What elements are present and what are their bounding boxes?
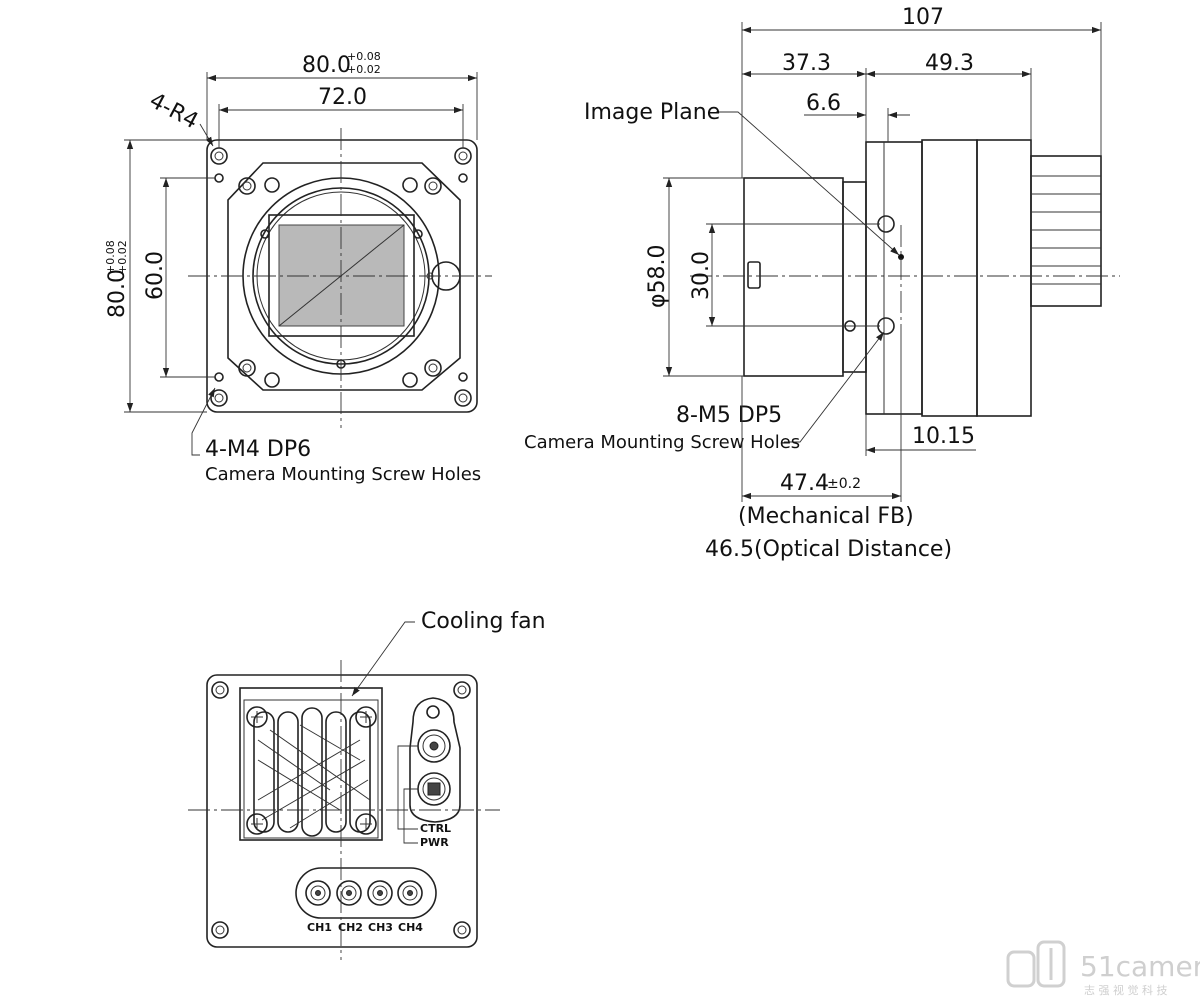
dim-plane-offset-value: 6.6: [806, 91, 841, 116]
side-front-housing: [865, 141, 923, 415]
side-screw-caption: Camera Mounting Screw Holes: [524, 432, 800, 453]
dim-hole-spacing-value: 72.0: [318, 85, 367, 110]
connector-plate: [409, 697, 461, 823]
channel-label-4: CH4: [398, 921, 423, 934]
front-screw-leader: [191, 387, 216, 456]
channel-label-3: CH3: [368, 921, 393, 934]
side-view: 107 37.3 49.3 6.6 Image Plane φ58.0 30.0…: [524, 5, 1120, 562]
fan-screws: [246, 706, 377, 835]
rear-view: CTRL PWR CH1 CH2 CH3 CH4 Cooling fan: [188, 609, 546, 960]
rear-outer-body: [206, 674, 478, 948]
side-screw-leader: [784, 331, 885, 443]
rear-corner-screws: [211, 681, 471, 939]
ctrl-label: CTRL: [420, 822, 451, 835]
channel-label-2: CH2: [338, 921, 363, 934]
front-screw-note: 4-M4 DP6: [205, 437, 311, 462]
side-m5-hole-top: [877, 215, 895, 233]
watermark-logo: 51camera 志 强 视 觉 科 技: [1006, 940, 1200, 997]
side-screw-note: 8-M5 DP5: [676, 403, 782, 428]
side-rear-housing: [976, 139, 1032, 417]
dim-overall-length-value: 107: [902, 5, 944, 30]
side-fan-fins: [1031, 175, 1101, 285]
dim-hole-spacing-vertical-value: 60.0: [143, 251, 168, 300]
channel-label-1: CH1: [307, 921, 332, 934]
front-screw-caption: Camera Mounting Screw Holes: [205, 464, 481, 485]
pwr-label: PWR: [420, 836, 449, 849]
dim-barrel-diameter-value: φ58.0: [645, 245, 670, 309]
dim-flange-back-value: 47.4: [780, 471, 829, 496]
front-view: 80.0 +0.08 +0.02 72.0 4-R4 80.0 +0.08 +0…: [104, 50, 492, 485]
pwr-leader: [403, 788, 418, 844]
logo-mark: [1006, 940, 1066, 988]
optical-distance: 46.5(Optical Distance): [705, 537, 952, 562]
fan-grille: [253, 707, 371, 837]
side-fan-module: [1030, 155, 1102, 307]
image-plane-leader: [716, 111, 900, 256]
side-m5-hole-bottom: [877, 317, 895, 335]
dim-front-section-value: 37.3: [782, 51, 831, 76]
front-plate-screws: [238, 177, 442, 388]
image-plane-point: [898, 254, 904, 260]
dim-front-width-tol-upper: +0.08: [347, 50, 381, 63]
dim-front-height-value: 80.0: [105, 269, 130, 318]
channel-panel: [295, 867, 437, 919]
barrel-ring: [842, 181, 867, 373]
front-inner-plate: [227, 162, 461, 391]
channel-connectors: [305, 880, 423, 906]
lens-barrel: [743, 177, 844, 377]
ctrl-leader: [397, 745, 418, 830]
dim-rear-flange-value: 10.15: [912, 424, 975, 449]
dim-flange-back-tol: ±0.2: [827, 476, 861, 492]
image-plane-label: Image Plane: [584, 100, 720, 125]
dim-front-height-tol-lower: +0.02: [116, 240, 129, 274]
fb-label: (Mechanical FB): [738, 504, 914, 529]
barrel-notch: [747, 261, 761, 289]
cooling-fan-label: Cooling fan: [421, 609, 546, 634]
dim-front-width-tol-lower: +0.02: [347, 63, 381, 76]
dim-hole-span-value: 30.0: [689, 251, 714, 300]
watermark-brand: 51camera: [1080, 950, 1200, 983]
sensor-outer: [268, 214, 415, 337]
watermark-tagline: 志 强 视 觉 科 技: [1084, 983, 1167, 997]
cooling-fan-leader: [351, 621, 415, 697]
dim-rear-section-value: 49.3: [925, 51, 974, 76]
dim-corner-radius: 4-R4: [145, 88, 202, 134]
fan-housing: [239, 687, 383, 841]
dim-front-width-value: 80.0: [302, 53, 351, 78]
dim-front-height-tol-upper: +0.08: [104, 240, 117, 274]
side-mid-housing: [921, 139, 978, 417]
